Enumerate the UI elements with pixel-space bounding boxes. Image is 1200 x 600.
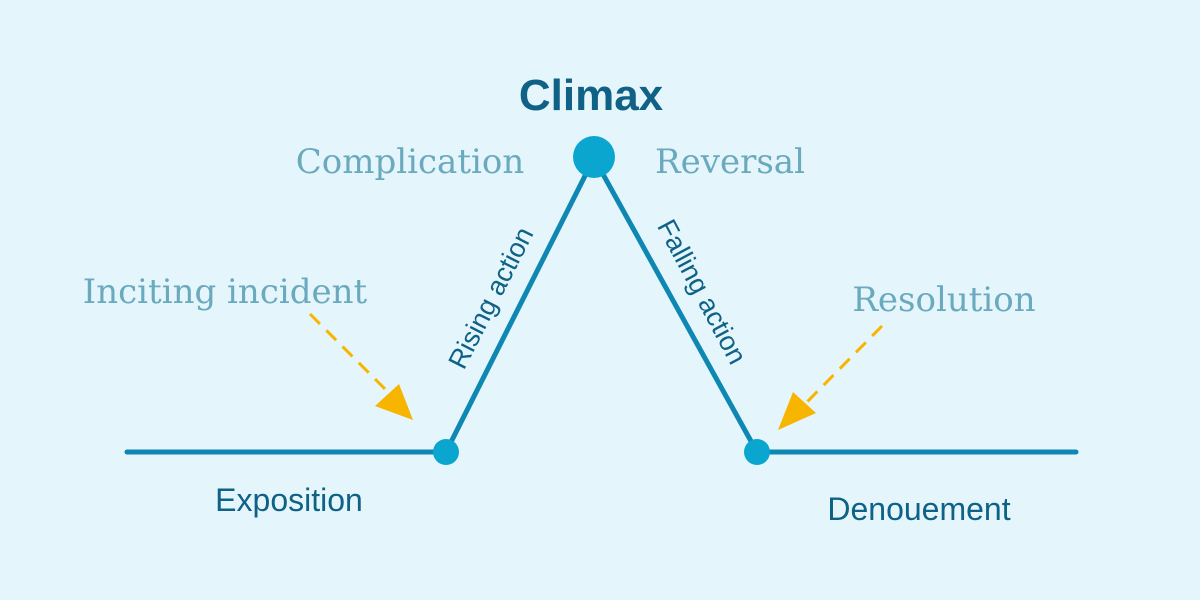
complication-label: Complication — [296, 142, 524, 182]
rising-action-line — [443, 155, 597, 455]
resolution-arrowhead — [778, 392, 816, 430]
exposition-label: Exposition — [215, 482, 363, 518]
falling-action-line — [591, 155, 760, 455]
resolution-label: Resolution — [852, 280, 1035, 320]
inciting-incident-arrowhead — [375, 384, 413, 420]
reversal-label: Reversal — [655, 142, 805, 182]
climax-node — [573, 136, 615, 178]
inciting-incident-label: Inciting incident — [83, 272, 368, 312]
inciting-incident-arrow-shaft — [308, 312, 390, 394]
resolution-arrow-shaft — [804, 324, 884, 405]
climax-title: Climax — [519, 71, 664, 120]
resolution-node — [744, 439, 770, 465]
denouement-label: Denouement — [827, 491, 1010, 527]
inciting-incident-node — [433, 439, 459, 465]
